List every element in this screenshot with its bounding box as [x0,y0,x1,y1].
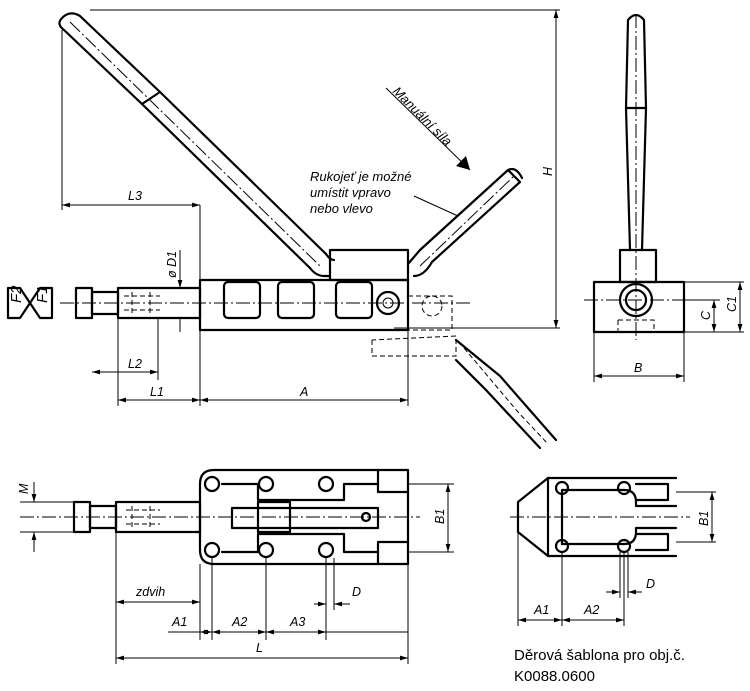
handle-note: Rukojeť je možné umístit vpravo nebo vle… [310,169,459,217]
dim-template-a1: A1 [533,603,549,617]
handle-mount [328,248,410,282]
handle-lever [58,12,524,278]
dim-a: A [299,385,308,399]
dim-d: D [352,585,361,599]
dim-a1: A1 [171,615,187,629]
drill-template-code: K0088.0600 [514,668,595,685]
front-view: B C C1 [584,13,744,382]
dim-template-a2: A2 [583,603,599,617]
dim-l2: L2 [128,357,142,371]
dim-l1: L1 [150,385,164,399]
dim-l3: L3 [128,189,142,203]
dim-a3: A3 [289,615,305,629]
dim-m: M [17,483,31,494]
dim-a2: A2 [231,615,247,629]
dim-template-b1: B1 [697,511,711,526]
dim-b: B [634,361,642,375]
dim-b1: B1 [433,509,447,524]
dim-h: H [541,166,555,176]
manual-force-label: Manuální síla [390,84,455,149]
side-view: F1 F2 Manuální síla Rukojeť je možné umí… [6,9,560,450]
label-f2: F2 [8,285,25,303]
dim-zdvih: zdvih [135,585,165,599]
manual-force-arrow: Manuální síla [385,84,471,171]
side-view-dimensions: L3 ø D1 H L2 L1 A [61,9,560,406]
label-f1: F1 [34,285,51,303]
dim-d1: ø D1 [165,251,179,278]
handle-note-line-2: umístit vpravo [310,185,391,200]
front-view-dimensions: B C C1 [593,281,744,382]
top-view: M B1 zdvih D A1 A2 A3 L [17,468,454,664]
dim-c1: C1 [725,296,739,312]
handle-note-line-1: Rukojeť je možné [310,169,411,184]
clamp-body [198,278,453,332]
dim-c: C [699,310,713,320]
handle-note-line-3: nebo vlevo [310,201,373,216]
top-view-dimensions: M B1 zdvih D A1 A2 A3 L [17,482,454,664]
dim-l: L [256,641,263,655]
drill-template: B1 D A1 A2 Děrová šablona pro obj.č. K00… [510,476,716,685]
force-arrows: F1 F2 [6,285,54,320]
dim-template-d: D [646,577,655,591]
drill-template-dimensions: B1 D A1 A2 [517,491,716,626]
drill-template-title: Děrová šablona pro obj.č. [514,647,685,664]
